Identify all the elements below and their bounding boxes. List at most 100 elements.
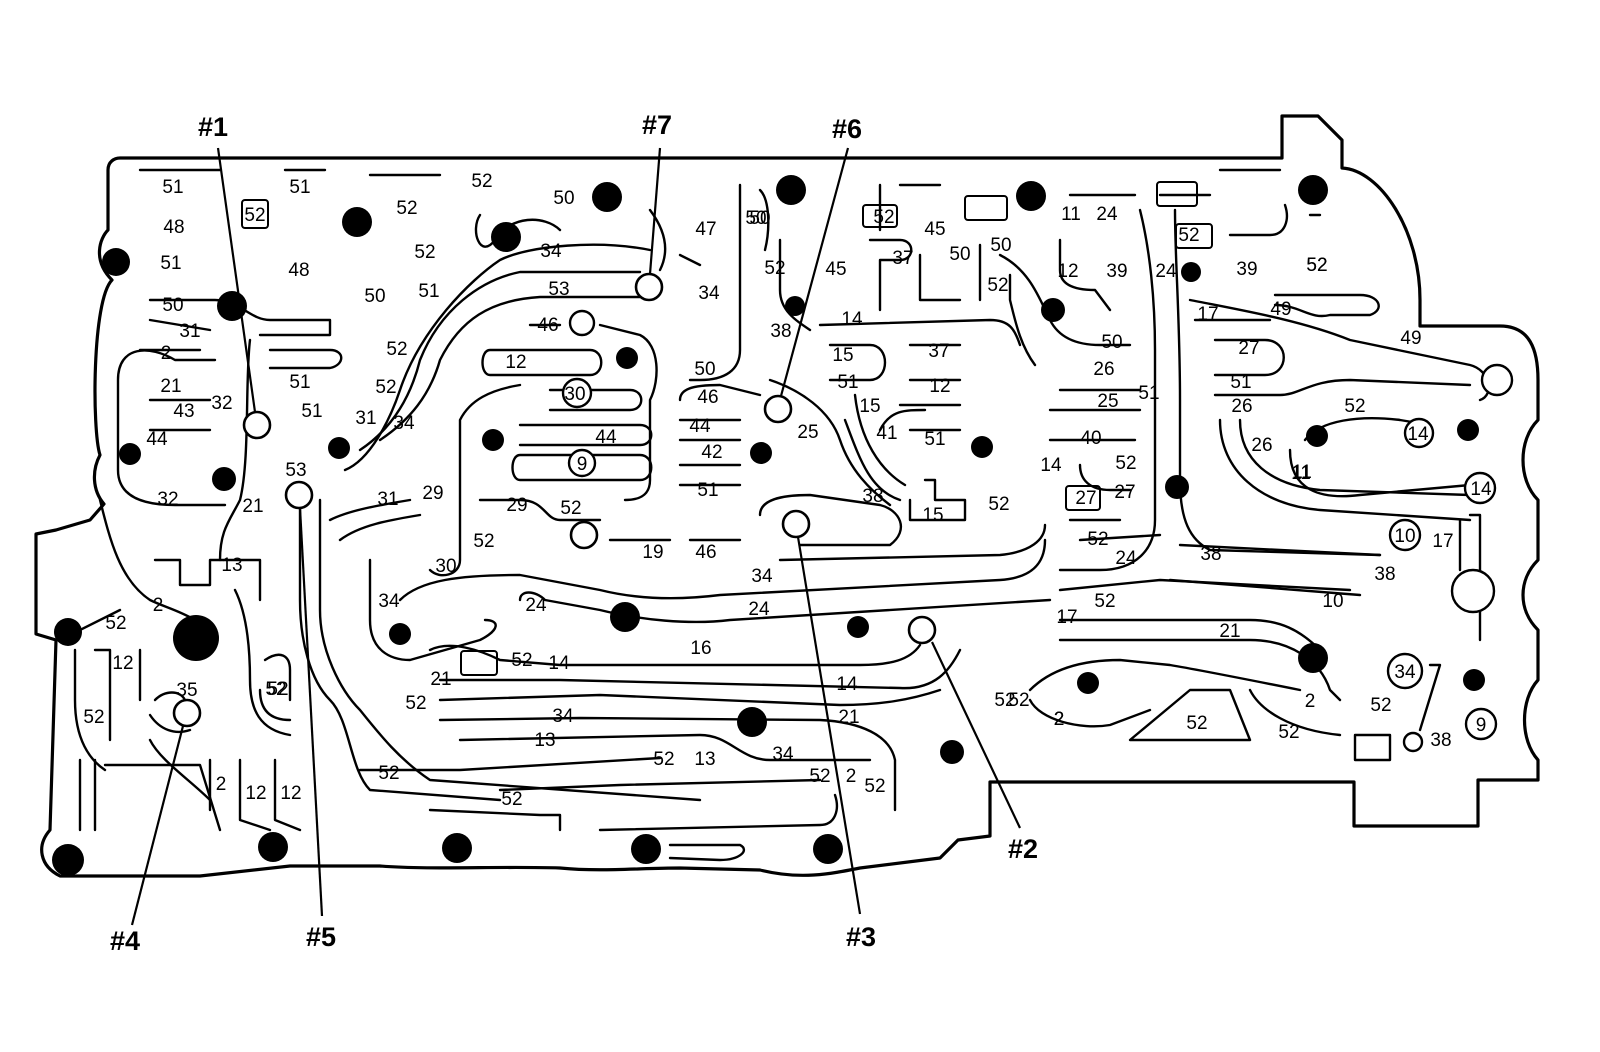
- passage-number-label: 52: [1370, 695, 1391, 716]
- passage-number-label: 25: [1097, 391, 1118, 412]
- passage-number-label: 2: [153, 595, 164, 616]
- passage-number-label: 13: [694, 749, 715, 770]
- passage-number-label: 17: [1432, 531, 1453, 552]
- passage-number-label: 49: [1400, 328, 1421, 349]
- passage-number-label: 52: [1306, 255, 1327, 276]
- passage-number-label: 52: [511, 650, 532, 671]
- passage-number-label: 51: [1138, 383, 1159, 404]
- passage-number-label: 14: [1040, 455, 1062, 476]
- passage-number-label: 52: [471, 171, 492, 192]
- passage-number-label: 17: [1197, 304, 1218, 325]
- passage-number-label: 12: [505, 352, 526, 373]
- passage-number-label: 52: [1087, 529, 1108, 550]
- passage-number-label: 52: [1094, 591, 1115, 612]
- passage-number-label: 39: [1236, 259, 1257, 280]
- passage-number-label: 52: [473, 531, 494, 552]
- check-ball-3: [781, 509, 811, 539]
- passage-number-label: 21: [430, 669, 451, 690]
- passage-number-label: 10: [1394, 526, 1415, 547]
- passage-number-label: 52: [988, 494, 1009, 515]
- passage-number-label: 51: [289, 372, 310, 393]
- passage-number-label: 51: [697, 480, 718, 501]
- passage-number-label: 45: [924, 219, 945, 240]
- check-ball-extra: [569, 520, 599, 550]
- passage-number-label: 9: [577, 454, 588, 475]
- passage-number-label: 43: [173, 401, 194, 422]
- passage-number-label: 31: [179, 321, 200, 342]
- passage-number-label: 46: [695, 542, 716, 563]
- callout-2: #2: [1008, 834, 1038, 864]
- passage-number-label: 51: [418, 281, 439, 302]
- passage-number-label: 46: [697, 387, 718, 408]
- passage-number-label: 15: [922, 505, 943, 526]
- check-ball-7: [634, 272, 664, 302]
- passage-number-label: 32: [157, 489, 178, 510]
- passage-number-label: 52: [375, 377, 396, 398]
- passage-number-label: 11: [1291, 463, 1311, 484]
- passage-number-label: 52: [1344, 396, 1365, 417]
- callout-6: #6: [832, 114, 862, 144]
- passage-number-label: 50: [162, 295, 183, 316]
- passage-number-label: 35: [176, 680, 197, 701]
- check-ball-5: [284, 480, 314, 510]
- passage-number-label: 52: [105, 613, 126, 634]
- passage-number-label: 50: [694, 359, 715, 380]
- passage-number-label: 52: [653, 749, 674, 770]
- passage-number-label: 44: [689, 416, 711, 437]
- passage-number-label: 2: [1305, 691, 1316, 712]
- passage-number-label: 41: [876, 423, 897, 444]
- passage-number-label: 52: [265, 679, 286, 700]
- passage-number-label: 2: [161, 343, 172, 364]
- passage-number-label: 21: [242, 496, 263, 517]
- passage-number-label: 25: [797, 422, 818, 443]
- passage-number-label: 52: [1186, 713, 1207, 734]
- callout-4: #4: [110, 926, 140, 956]
- passage-number-label: 24: [1155, 261, 1177, 282]
- passage-number-label: 48: [288, 260, 309, 281]
- passage-number-label: 51: [1230, 372, 1251, 393]
- passage-number-label: 34: [1394, 662, 1416, 683]
- passage-number-label: 52: [267, 679, 288, 700]
- passage-number-label: 21: [160, 376, 181, 397]
- passage-number-label: 26: [1093, 359, 1114, 380]
- valve-body-outline: [34, 114, 1540, 878]
- bolt-holes: [52, 175, 1485, 876]
- passage-number-label: 44: [146, 429, 168, 450]
- passage-number-label: 17: [1056, 607, 1077, 628]
- passage-number-label: 32: [211, 393, 232, 414]
- passage-number-label: 52: [560, 498, 581, 519]
- callout-7: #7: [642, 110, 672, 140]
- passage-number-label: 13: [534, 730, 555, 751]
- passage-number-label: 45: [825, 259, 846, 280]
- passage-number-label: 51: [160, 253, 181, 274]
- passage-number-label: 14: [548, 653, 570, 674]
- passage-number-label: 50: [949, 244, 970, 265]
- passage-number-label: 12: [929, 376, 950, 397]
- passage-number-label: 52: [864, 776, 885, 797]
- passage-number-label: 15: [832, 345, 853, 366]
- passage-number-label: 51: [837, 372, 858, 393]
- passage-number-label: 52: [83, 707, 104, 728]
- passage-number-label: 50: [990, 235, 1011, 256]
- passage-number-label: 52: [396, 198, 417, 219]
- passage-number-label: 11: [1061, 204, 1081, 225]
- callout-labels: #1 #2 #3 #4 #5 #6 #7: [110, 110, 1038, 956]
- passage-number-label: 50: [553, 188, 574, 209]
- passage-number-label: 52: [501, 789, 522, 810]
- passage-number-label: 37: [892, 248, 913, 269]
- passage-number-label: 37: [928, 341, 949, 362]
- passage-number-label: 52: [1178, 225, 1199, 246]
- check-ball-1: [242, 410, 272, 440]
- passage-number-label: 46: [537, 315, 558, 336]
- check-balls: [172, 272, 937, 728]
- check-ball-2: [907, 615, 937, 645]
- passage-number-label: 27: [1238, 338, 1259, 359]
- passage-number-label: 52: [378, 763, 399, 784]
- passage-number-label: 52: [873, 207, 894, 228]
- passage-number-label: 51: [289, 177, 310, 198]
- passage-number-label: 48: [163, 217, 184, 238]
- passage-number-label: 26: [1251, 435, 1272, 456]
- passage-number-label: 49: [1270, 299, 1291, 320]
- passage-number-label: 50: [745, 208, 766, 229]
